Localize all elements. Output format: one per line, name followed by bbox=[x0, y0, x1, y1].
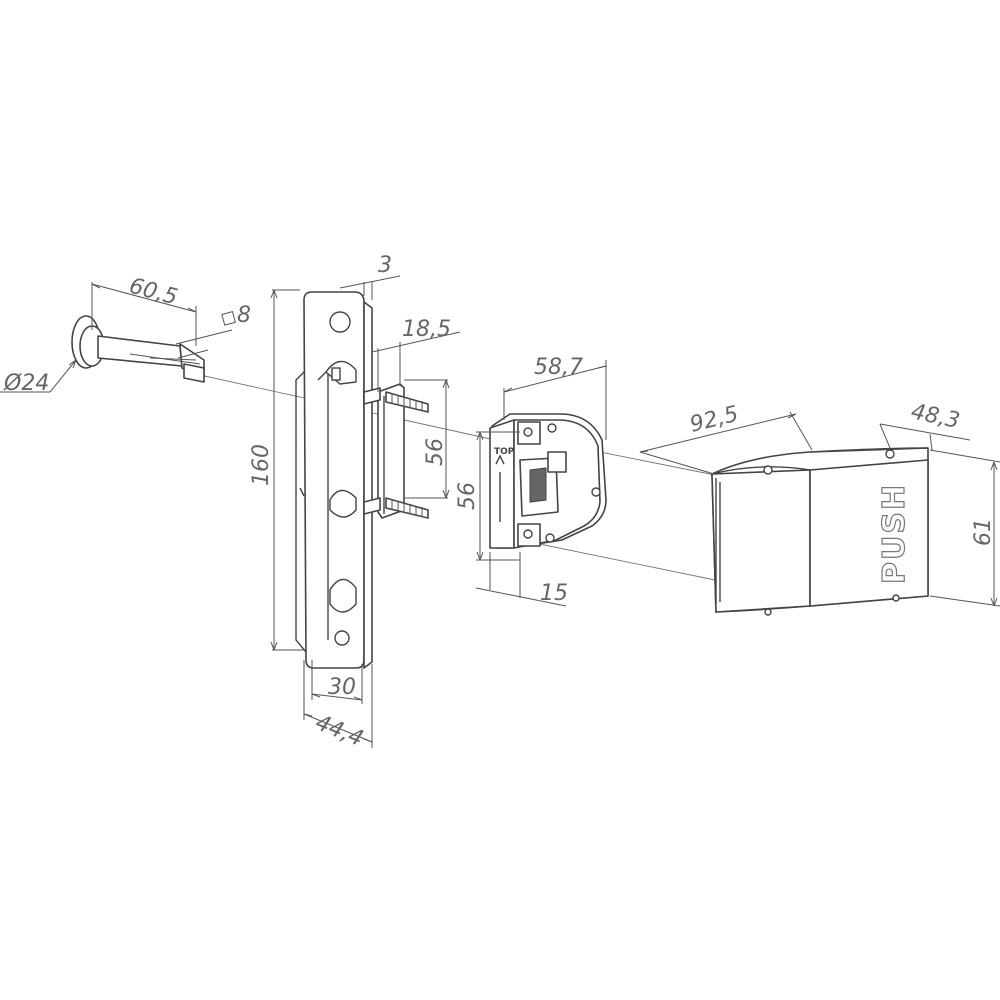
handle-push-label: PUSH bbox=[877, 483, 912, 584]
plate-hole-middle bbox=[329, 489, 357, 518]
dim-handle-length: 92,5 bbox=[687, 402, 741, 438]
plate-hole-lower bbox=[329, 578, 357, 613]
dim-plate-thickness: 3 bbox=[378, 253, 392, 278]
dim-screw-spacing-b: 56 bbox=[455, 482, 480, 510]
screw-lower bbox=[385, 497, 429, 519]
dim-screw-length: 18,5 bbox=[402, 317, 451, 342]
spindle bbox=[71, 315, 205, 383]
square-symbol bbox=[221, 311, 236, 326]
dim-screw-spacing-a: 56 bbox=[423, 438, 448, 466]
plate-hole-top bbox=[329, 311, 351, 333]
handle-face bbox=[711, 469, 811, 613]
lock-top-label: TOP bbox=[494, 447, 515, 457]
dim-plate-width-outer: 44,4 bbox=[312, 710, 367, 752]
plate-hole-bottom bbox=[334, 630, 350, 646]
dim-spindle-length: 60,5 bbox=[126, 274, 180, 311]
screw-upper bbox=[385, 391, 429, 413]
dim-rose-diameter: Ø24 bbox=[3, 371, 49, 396]
dim-lock-width: 58,7 bbox=[534, 355, 583, 380]
dimension-lines bbox=[0, 275, 1000, 748]
dim-handle-depth: 48,3 bbox=[909, 399, 962, 434]
push-handle: PUSH bbox=[711, 447, 929, 616]
backing-plate bbox=[295, 291, 373, 669]
plate-edge bbox=[363, 301, 373, 669]
dim-plate-height: 160 bbox=[249, 444, 274, 486]
plate-front bbox=[303, 291, 365, 669]
spindle-shaft bbox=[97, 335, 183, 367]
handle-front bbox=[809, 459, 929, 607]
lock-side bbox=[489, 419, 515, 549]
lock-spindle-square bbox=[547, 451, 567, 473]
dim-lock-depth: 15 bbox=[540, 581, 568, 606]
dim-spindle-square: 8 bbox=[237, 303, 251, 328]
dim-plate-width-inner: 30 bbox=[328, 675, 356, 700]
lock-body: TOP bbox=[489, 413, 607, 549]
axis-lines bbox=[199, 374, 716, 581]
dim-handle-height: 61 bbox=[971, 518, 996, 546]
